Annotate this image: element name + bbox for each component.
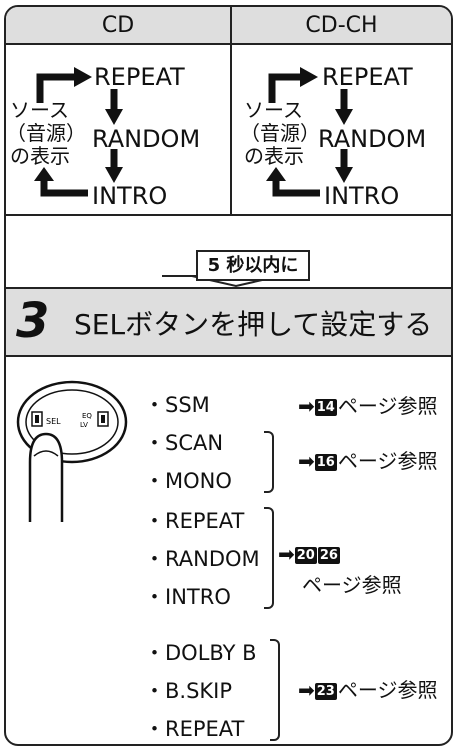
page-reference-label: ページ参照 — [302, 573, 402, 597]
cd-ch-source-label-2: （音源） — [240, 121, 320, 145]
cd-source-label-1: ソース — [10, 98, 69, 122]
setting-intro: ・INTRO — [144, 585, 231, 609]
cd-flow-random: RANDOM — [92, 125, 201, 153]
column-divider — [230, 7, 232, 215]
setting-mono: ・MONO — [144, 469, 232, 493]
page-number: 20 — [294, 547, 317, 564]
step-number: 3 — [16, 293, 50, 349]
column-header-cd: CD — [6, 7, 230, 45]
cd-flow-intro: INTRO — [92, 182, 168, 210]
section-divider — [6, 214, 451, 216]
setting-b-skip: ・B.SKIP — [144, 679, 233, 703]
right-arrow-icon: ➡ — [298, 678, 315, 702]
cd-flow-repeat: REPEAT — [94, 63, 185, 91]
right-arrow-icon: ➡ — [298, 394, 315, 418]
within-seconds-note: 5 秒以内に — [196, 250, 310, 281]
lv-label: LV — [80, 421, 88, 429]
setting-random: ・RANDOM — [144, 547, 260, 571]
cd-ch-flow-random: RANDOM — [318, 125, 427, 153]
right-arrow-icon: ➡ — [278, 542, 295, 566]
cd-ch-source-label-3: の表示 — [244, 144, 304, 168]
page-number: 16 — [314, 454, 337, 471]
setting-repeat-2: ・REPEAT — [144, 717, 245, 741]
page-number: 23 — [314, 683, 337, 700]
page-number: 26 — [317, 547, 340, 564]
cd-ch-flow-intro: INTRO — [324, 182, 400, 210]
cd-ch-flow-arrows — [266, 67, 353, 197]
group-bracket — [270, 639, 280, 741]
eq-label: EQ — [82, 412, 92, 420]
sel-label: SEL — [46, 417, 61, 426]
sel-button-illustration: SEL EQ LV — [16, 380, 128, 522]
setting-repeat: ・REPEAT — [144, 509, 245, 533]
step-heading: 3 SELボタンを押して設定する — [6, 287, 451, 357]
page-reference-label: ページ参照 — [337, 394, 438, 418]
setting-scan: ・SCAN — [144, 431, 224, 455]
page-number: 14 — [314, 399, 337, 416]
instruction-panel: CD CD-CH REPEAT RANDOM INTRO ソース （音源） の表… — [4, 5, 453, 746]
cd-ch-source-label-1: ソース — [244, 98, 303, 122]
setting-dolby-b: ・DOLBY B — [144, 641, 257, 665]
column-header-cd-ch: CD-CH — [232, 7, 451, 45]
right-arrow-icon: ➡ — [298, 449, 315, 473]
cd-source-label-3: の表示 — [10, 144, 70, 168]
step-title: SELボタンを押して設定する — [74, 308, 433, 341]
cd-flow-arrows — [34, 67, 123, 197]
group-bracket — [264, 431, 274, 493]
page-reference-label: ページ参照 — [337, 449, 438, 473]
cd-ch-flow-repeat: REPEAT — [322, 63, 413, 91]
setting-ssm: ・SSM — [144, 393, 210, 417]
group-bracket — [264, 507, 274, 609]
cd-source-label-2: （音源） — [6, 121, 86, 145]
page-reference-label: ページ参照 — [337, 678, 438, 702]
